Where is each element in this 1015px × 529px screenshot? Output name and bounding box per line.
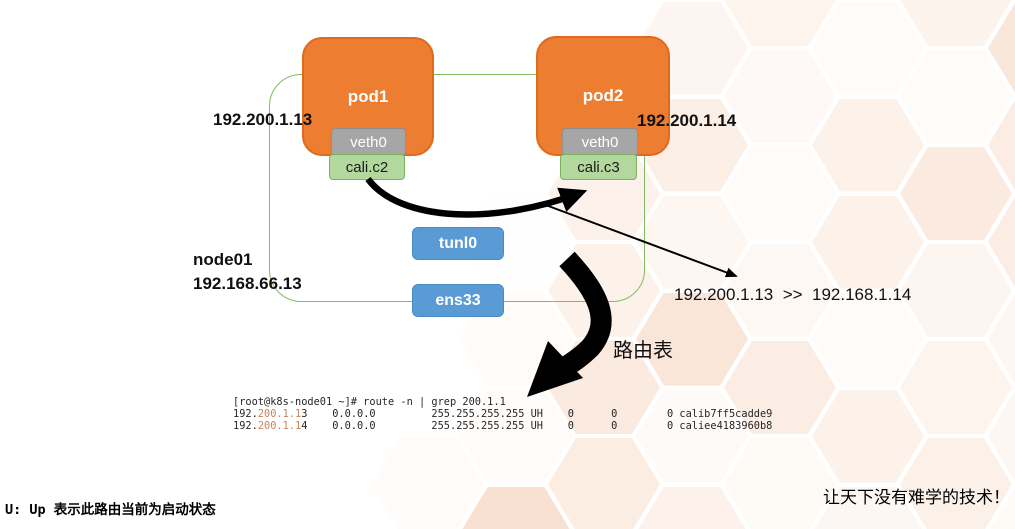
hexagon-decoration [636,389,748,483]
hexagon-decoration [724,438,836,529]
hexagon-decoration [812,389,924,483]
pod2-label: pod2 [582,86,624,105]
pod2-veth0-label: veth0 [581,133,619,151]
terminal-command: [root@k8s-node01 ~]# route -n | grep 200… [233,396,506,408]
pod2-ip-label: 192.200.1.14 [637,111,737,130]
hexagon-decoration [724,147,836,240]
pod1-ip-label: 192.200.1.13 [213,110,313,129]
pod1-cali-box: cali.c2 [329,154,405,180]
pod1-label: pod1 [347,86,389,106]
pod2-cali-box: cali.c3 [560,154,637,180]
ens33-label: ens33 [435,291,481,309]
hexagon-decoration [900,341,1012,434]
tunl0-box: tunl0 [412,227,504,260]
hexagon-decoration [724,50,836,143]
hexagon-decoration [812,1,924,95]
route-flags-legend: U: Up 表示此路由当前为启动状态 H: Host 表示此网关为一主机 G: … [5,448,235,529]
hexagon-decoration [636,292,748,386]
ens33-box: ens33 [412,284,504,317]
terminal-route-output: [root@k8s-node01 ~]# route -n | grep 200… [233,396,772,432]
pod2-cali-label: cali.c3 [577,158,620,176]
hexagon-decoration [372,438,484,529]
hexagon-decoration [636,195,748,289]
pod1-veth0-box: veth0 [331,128,406,156]
hexagon-decoration [812,195,924,289]
pod1-cali-label: cali.c2 [345,158,389,176]
hexagon-decoration [900,50,1012,143]
pod2-box: pod2 [536,36,670,156]
hexagon-decoration [900,244,1012,337]
hexagon-decoration [812,98,924,192]
route-row: 192.200.1.14 0.0.0.0 255.255.255.255 UH … [233,420,773,432]
grep-highlight: 200.1.1 [257,408,302,420]
pod1-veth0-label: veth0 [350,133,387,151]
legend-line-u: U: Up 表示此路由当前为启动状态 [5,502,216,518]
node01-name-label: node01 [193,250,253,269]
grep-highlight: 200.1.1 [257,420,302,432]
flow-note-text: 192.200.1.13 >> 192.168.1.14 [674,285,912,304]
pod2-veth0-box: veth0 [562,128,638,156]
route-table-label: 路由表 [613,340,673,362]
hexagon-decoration [724,244,836,337]
node01-ip-label: 192.168.66.13 [193,274,302,293]
hexagon-decoration [812,292,924,386]
hexagon-decoration [900,147,1012,240]
route-row: 192.200.1.13 0.0.0.0 255.255.255.255 UH … [233,408,773,420]
slogan-text: 让天下没有难学的技术！ [823,488,1010,507]
hexagon-decoration [548,438,660,529]
tunl0-label: tunl0 [438,234,478,252]
hexagon-decoration [724,341,836,434]
